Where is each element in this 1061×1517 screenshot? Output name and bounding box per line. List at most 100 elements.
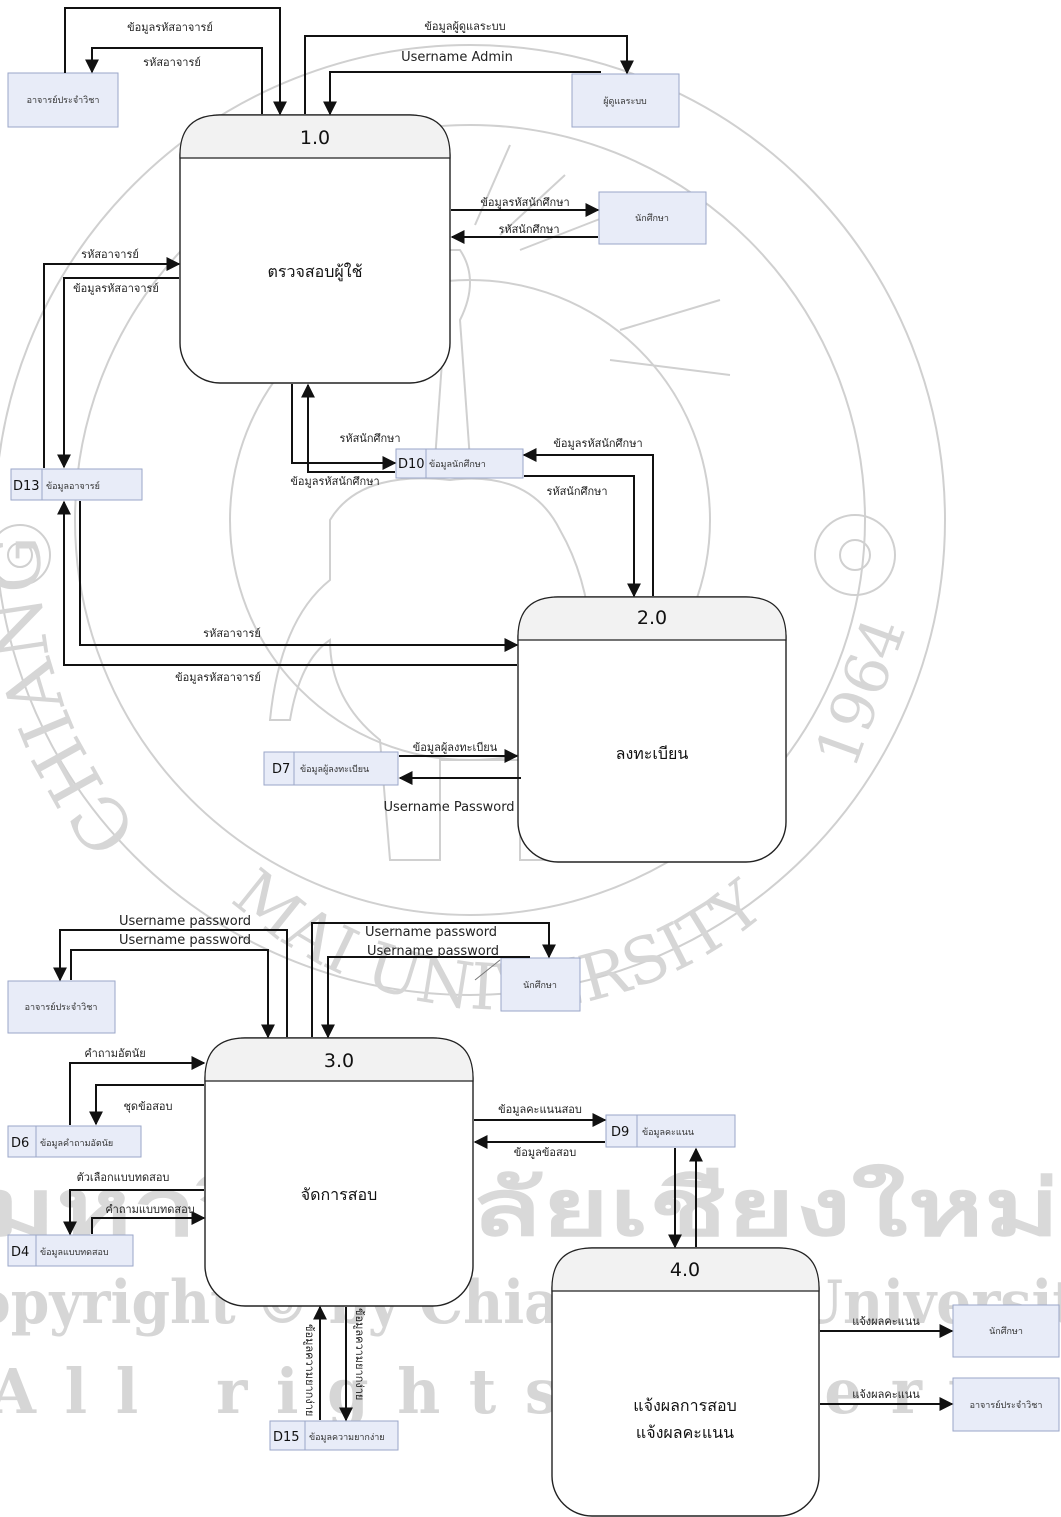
flow-p3-to-student <box>311 922 556 1037</box>
process-subtitle: แจ้งผลคะแนน <box>636 1423 734 1442</box>
flow-d6-to-p3 <box>69 1056 206 1125</box>
flow-d10-to-p1 <box>301 383 395 473</box>
store-id: D6 <box>11 1136 29 1151</box>
process-name: ตรวจสอบผู้ใช้ <box>268 262 363 282</box>
flow-label: ข้อมูลรหัสนักศึกษา <box>553 437 642 450</box>
flow-label: รหัสนักศึกษา <box>498 223 559 236</box>
flow-label: Username password <box>367 944 499 959</box>
store-id: D9 <box>611 1125 629 1140</box>
flow-label: ข้อมูลรหัสอาจารย์ <box>127 21 213 34</box>
entity-label: ผู้ดูแลระบบ <box>603 96 647 107</box>
process-name: จัดการสอบ <box>301 1185 378 1204</box>
entity-student-bottom[interactable]: นักศึกษา <box>952 1304 1060 1358</box>
flow-label: แจ้งผลคะแนน <box>852 1315 920 1328</box>
entity-teacher-bottom[interactable]: อาจารย์ประจำวิชา <box>952 1377 1060 1432</box>
flow-label: รหัสอาจารย์ <box>203 627 261 640</box>
flow-label: รหัสนักศึกษา <box>339 432 400 445</box>
flow-label: ข้อมูลรหัสอาจารย์ <box>73 282 159 295</box>
flow-d10-to-p2 <box>524 475 641 598</box>
flow-admin-to-p1 <box>323 71 601 116</box>
watermark-copyright: Copyright © by Chiang Mai University <box>0 1268 1061 1338</box>
process-1-0[interactable]: 1.0 ตรวจสอบผู้ใช้ <box>179 114 451 384</box>
process-3-0[interactable]: 3.0 จัดการสอบ <box>204 1037 474 1307</box>
flow-label: Username Admin <box>401 50 513 65</box>
flow-label: ข้อมูลความยากง่าย <box>353 1308 366 1400</box>
flow-label: ตัวเลือกแบบทดสอบ <box>77 1171 170 1184</box>
entity-teacher-mid[interactable]: อาจารย์ประจำวิชา <box>7 980 116 1034</box>
flow-p3-to-d4 <box>63 1189 204 1236</box>
entity-admin[interactable]: ผู้ดูแลระบบ <box>571 73 680 128</box>
store-id: D4 <box>11 1245 29 1260</box>
flow-label: คำถามอัตนัย <box>84 1047 145 1060</box>
flow-label: Username Password <box>383 800 514 815</box>
flow-d4-to-p3 <box>91 1211 206 1234</box>
flow-p1-to-d13 <box>57 277 179 469</box>
entity-label: อาจารย์ประจำวิชา <box>25 1001 98 1013</box>
flow-d13-to-p1 <box>43 257 181 468</box>
flow-label: Username password <box>119 933 251 948</box>
flow-p2-to-d10 <box>522 448 654 596</box>
entity-label: อาจารย์ประจำวิชา <box>27 94 100 106</box>
flow-label: ข้อมูลรหัสนักศึกษา <box>480 196 569 209</box>
flow-label: Username password <box>119 914 251 929</box>
entity-label: อาจารย์ประจำวิชา <box>970 1399 1043 1411</box>
flow-p1-to-d10 <box>291 384 397 470</box>
flow-p3-to-d6 <box>89 1084 204 1126</box>
store-name: ข้อมูลนักศึกษา <box>429 459 486 470</box>
flow-label: แจ้งผลคะแนน <box>852 1388 920 1401</box>
flow-label: ข้อมูลรหัสอาจารย์ <box>175 671 261 684</box>
flow-label: ข้อมูลผู้ลงทะเบียน <box>413 741 498 754</box>
process-id: 3.0 <box>324 1050 354 1072</box>
flow-student-to-p3 <box>321 956 530 1039</box>
process-name: แจ้งผลการสอบ <box>633 1396 736 1415</box>
flow-label: ข้อมูลผู้ดูแลระบบ <box>424 20 505 33</box>
flow-label: รหัสอาจารย์ <box>143 56 201 69</box>
flow-teacher-to-p3 <box>70 949 275 1039</box>
flow-label: รหัสอาจารย์ <box>81 248 139 261</box>
flow-teacher-to-p1 <box>64 7 287 116</box>
process-name: ลงทะเบียน <box>616 744 689 763</box>
flow-d13-to-p2 <box>79 501 519 652</box>
flow-label: ชุดข้อสอบ <box>123 1100 172 1113</box>
store-id: D7 <box>272 762 290 777</box>
store-name: ข้อมูลความยากง่าย <box>309 1432 385 1443</box>
entity-label: นักศึกษา <box>989 1326 1023 1337</box>
entity-label: นักศึกษา <box>523 980 557 991</box>
flow-label: ข้อมูลข้อสอบ <box>514 1146 577 1159</box>
flow-label: Username password <box>365 925 497 940</box>
store-id: D10 <box>398 457 425 472</box>
flow-p1-to-admin <box>304 35 634 114</box>
process-id: 2.0 <box>637 607 667 629</box>
flow-label: รหัสนักศึกษา <box>546 485 607 498</box>
entity-student-top[interactable]: นักศึกษา <box>598 191 707 245</box>
flow-p3-to-teacher <box>53 929 288 1037</box>
entity-label: นักศึกษา <box>635 213 669 224</box>
store-d13[interactable]: D13 ข้อมูลอาจารย์ <box>10 468 143 501</box>
process-2-0[interactable]: 2.0 ลงทะเบียน <box>517 596 787 863</box>
process-id: 4.0 <box>670 1259 700 1281</box>
watermark-university-name: มหาวิทยาลัยเชียงใหม่ <box>0 1163 1060 1254</box>
store-name: ข้อมูลคำถามอัตนัย <box>40 1138 113 1149</box>
entity-teacher-top[interactable]: อาจารย์ประจำวิชา <box>7 72 119 128</box>
store-name: ข้อมูลคะแนน <box>642 1127 694 1138</box>
flow-label: ข้อมูลคะแนนสอบ <box>498 1103 582 1116</box>
store-d15[interactable]: D15 ข้อมูลความยากง่าย <box>269 1420 399 1451</box>
watermark-rights: All rights reserved <box>0 1355 1061 1428</box>
store-name: ข้อมูลแบบทดสอบ <box>40 1247 109 1258</box>
store-name: ข้อมูลผู้ลงทะเบียน <box>300 764 369 775</box>
flow-label: ข้อมูลรหัสนักศึกษา <box>290 475 379 488</box>
process-id: 1.0 <box>300 127 330 149</box>
flow-label: คำถามแบบทดสอบ <box>105 1203 194 1216</box>
entity-student-mid[interactable]: นักศึกษา <box>474 957 581 1012</box>
store-d7[interactable]: D7 ข้อมูลผู้ลงทะเบียน <box>263 751 399 786</box>
store-d10[interactable]: D10 ข้อมูลนักศึกษา <box>395 448 524 479</box>
store-d9[interactable]: D9 ข้อมูลคะแนน <box>605 1114 736 1148</box>
flow-p1-to-teacher <box>85 47 263 114</box>
process-4-0[interactable]: 4.0 แจ้งผลการสอบ แจ้งผลคะแนน <box>551 1247 820 1517</box>
store-d4[interactable]: D4 ข้อมูลแบบทดสอบ <box>7 1234 134 1267</box>
flow-p2-to-d13 <box>57 500 517 666</box>
store-id: D15 <box>273 1430 300 1445</box>
store-id: D13 <box>13 479 40 494</box>
store-d6[interactable]: D6 ข้อมูลคำถามอัตนัย <box>7 1125 142 1158</box>
